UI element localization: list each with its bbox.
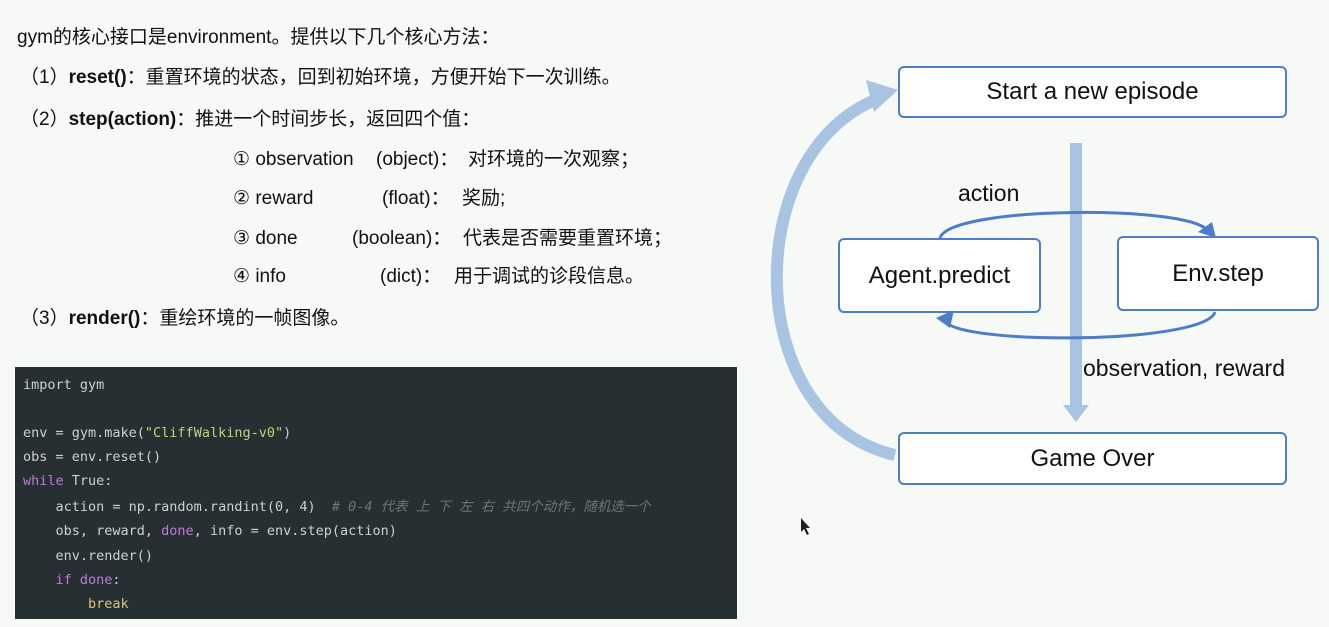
method-num: （2） <box>20 109 69 130</box>
code-block: import gym env = gym.make("CliffWalking-… <box>15 367 737 619</box>
method-desc: ：重绘环境的一帧图像。 <box>140 308 350 329</box>
return-desc: 奖励; <box>462 188 506 209</box>
method-name: step(action) <box>68 109 177 130</box>
code-line: import gym <box>23 377 105 393</box>
env-step-box: Env.step <box>1117 236 1319 311</box>
start-episode-box: Start a new episode <box>898 66 1287 118</box>
method-num: （3） <box>20 308 69 329</box>
return-idx: ① <box>233 149 251 170</box>
return-type: (object)： <box>376 149 459 170</box>
restart-arrow <box>770 92 897 461</box>
timeline-arrowhead <box>1063 405 1089 422</box>
return-idx: ② <box>233 188 251 209</box>
code-line: if done: <box>55 572 121 588</box>
method-name: render() <box>68 308 141 329</box>
method-desc: ：重置环境的状态，回到初始环境，方便开始下一次训练。 <box>126 67 621 88</box>
return-desc: 代表是否需要重置环境； <box>463 228 673 249</box>
return-item: ④ info <box>233 265 286 289</box>
code-line: action = np.random.randint(0, 4) # 0-4 代… <box>23 499 651 515</box>
return-desc: 对环境的一次观察； <box>468 149 640 170</box>
observation-arrowhead <box>936 310 954 328</box>
method-desc: ：推进一个时间步长，返回四个值： <box>176 109 481 130</box>
observation-arc <box>943 311 1217 340</box>
return-item: ③ done <box>233 227 298 251</box>
return-item: ② reward <box>233 187 313 211</box>
code-line: obs = env.reset() <box>23 449 162 465</box>
code-line: env.render() <box>23 548 154 564</box>
action-label: action <box>958 180 1020 206</box>
code-line: obs, reward, done, info = env.step(actio… <box>23 523 397 539</box>
mouse-cursor-icon <box>801 518 810 535</box>
method-render: （3）render()：重绘环境的一帧图像。 <box>20 307 349 331</box>
return-idx: ④ <box>233 266 251 287</box>
agent-predict-box: Agent.predict <box>838 238 1041 313</box>
return-type: (boolean)： <box>352 228 452 249</box>
return-name: observation <box>255 149 354 170</box>
code-line: while True: <box>23 473 113 489</box>
return-type: (dict)： <box>380 266 442 287</box>
restart-arrowhead <box>866 80 898 112</box>
method-reset: （1）reset()：重置环境的状态，回到初始环境，方便开始下一次训练。 <box>20 66 621 90</box>
return-name: info <box>255 266 286 287</box>
code-line: env = gym.make("CliffWalking-v0") <box>23 425 292 441</box>
code-line: break <box>88 596 129 612</box>
return-type: (float)： <box>382 188 450 209</box>
return-name: reward <box>255 188 314 209</box>
return-desc: 用于调试的诊段信息。 <box>454 266 645 287</box>
action-arc <box>938 211 1210 239</box>
method-num: （1） <box>20 67 69 88</box>
intro-text: gym的核心接口是environment。提供以下几个核心方法： <box>17 27 500 48</box>
timeline-arrow-shaft <box>1070 143 1082 408</box>
return-item: ① observation <box>233 148 354 172</box>
game-over-box: Game Over <box>898 432 1287 485</box>
return-name: done <box>255 228 298 249</box>
method-step: （2）step(action)：推进一个时间步长，返回四个值： <box>20 108 480 132</box>
method-name: reset() <box>68 67 127 88</box>
action-arrowhead <box>1198 222 1216 238</box>
return-idx: ③ <box>233 228 251 249</box>
observation-reward-label: observation, reward <box>1083 355 1285 381</box>
